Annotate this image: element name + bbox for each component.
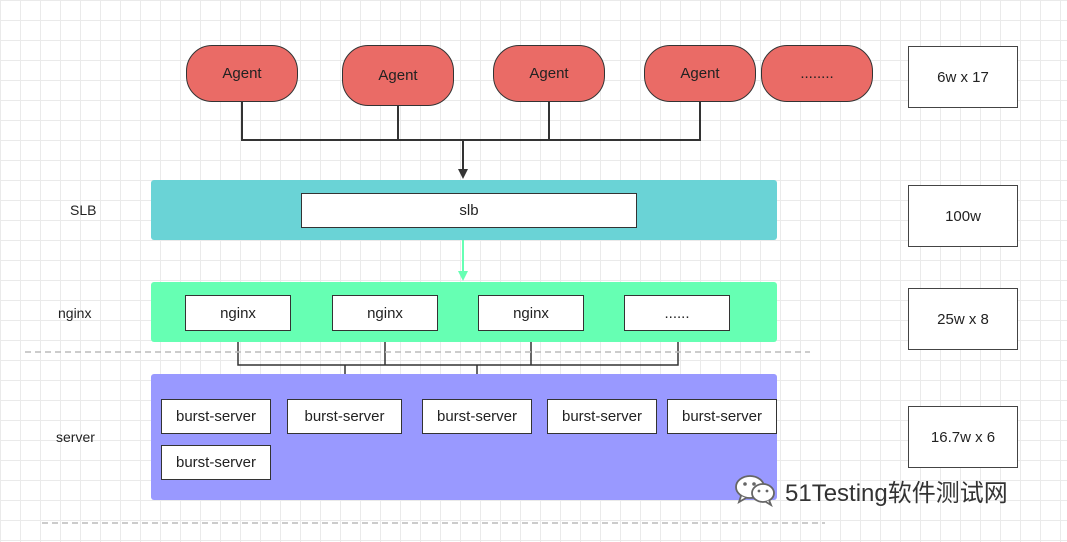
burst-server-node[interactable]: burst-server <box>161 445 271 480</box>
watermark-text: 51Testing软件测试网 <box>785 479 1008 507</box>
nginx-node-more[interactable]: ...... <box>624 295 730 331</box>
nginx-capacity: 25w x 8 <box>908 288 1018 350</box>
burst-server-node[interactable]: burst-server <box>547 399 657 434</box>
agent-capacity: 6w x 17 <box>908 46 1018 108</box>
agent-node[interactable]: Agent <box>644 45 756 102</box>
agent-node[interactable]: Agent <box>342 45 454 106</box>
server-panel <box>151 374 777 500</box>
server-capacity: 16.7w x 6 <box>908 406 1018 468</box>
watermark: 51Testing软件测试网 <box>733 472 1008 508</box>
slb-node[interactable]: slb <box>301 193 637 228</box>
burst-server-node[interactable]: burst-server <box>287 399 402 434</box>
nginx-node[interactable]: nginx <box>185 295 291 331</box>
burst-server-node[interactable]: burst-server <box>667 399 777 434</box>
slb-layer-label: SLB <box>70 202 97 218</box>
nginx-node[interactable]: nginx <box>332 295 438 331</box>
server-layer-label: server <box>56 429 95 445</box>
burst-server-node[interactable]: burst-server <box>161 399 271 434</box>
slb-capacity: 100w <box>908 185 1018 247</box>
burst-server-node[interactable]: burst-server <box>422 399 532 434</box>
agent-node[interactable]: Agent <box>186 45 298 102</box>
nginx-node[interactable]: nginx <box>478 295 584 331</box>
nginx-layer-label: nginx <box>58 305 92 321</box>
agent-node-more[interactable]: ........ <box>761 45 873 102</box>
wechat-icon <box>735 475 775 508</box>
agent-to-slb-connector <box>241 102 701 179</box>
agent-node[interactable]: Agent <box>493 45 605 102</box>
